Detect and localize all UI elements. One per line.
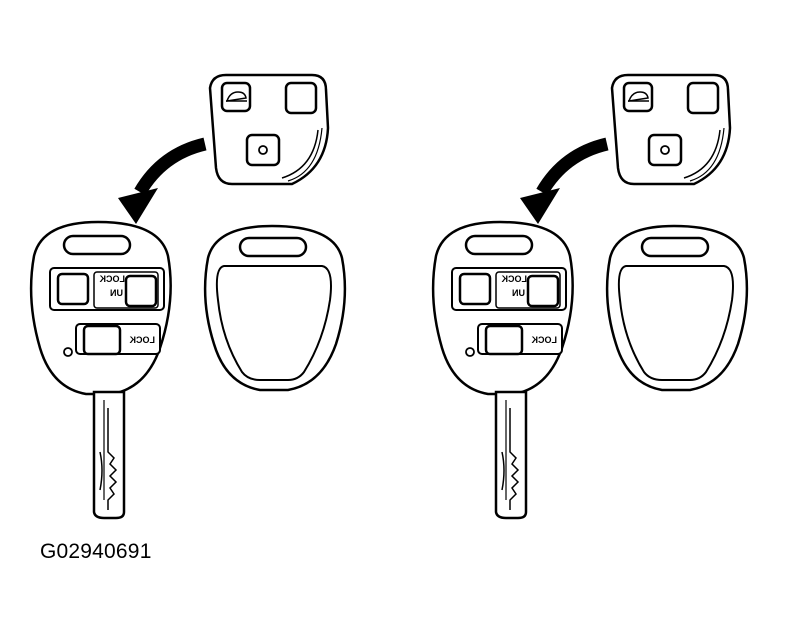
button-pad-right xyxy=(610,73,732,186)
arrow-right-icon xyxy=(520,144,607,224)
unlock-label-right-line2: UN xyxy=(512,288,525,298)
unlock-label-right: LOCK xyxy=(501,274,527,284)
svg-text:UN: UN xyxy=(512,288,525,298)
unlock-label-left: LOCK xyxy=(99,274,125,284)
assembly-right: LOCK UN LOCK xyxy=(431,73,749,520)
arrow-left-icon xyxy=(118,144,205,224)
svg-text:UN: UN xyxy=(110,288,123,298)
svg-text:LOCK: LOCK xyxy=(531,335,557,345)
key-shell-left xyxy=(203,224,347,392)
key-head-right xyxy=(431,220,574,396)
figure-id-label: G02940691 xyxy=(40,540,152,563)
key-shell-right xyxy=(605,224,749,392)
key-blade-right xyxy=(494,390,528,520)
lock-label-left: LOCK xyxy=(129,335,155,345)
key-head-left xyxy=(29,220,172,396)
button-pad-left xyxy=(208,73,330,186)
key-blade-left xyxy=(92,390,126,520)
assembly-left: LOCK UN LOCK xyxy=(29,73,347,520)
svg-text:LOCK: LOCK xyxy=(501,274,527,284)
lock-label-right: LOCK xyxy=(531,335,557,345)
unlock-label-left-line2: UN xyxy=(110,288,123,298)
svg-text:LOCK: LOCK xyxy=(99,274,125,284)
svg-text:LOCK: LOCK xyxy=(129,335,155,345)
